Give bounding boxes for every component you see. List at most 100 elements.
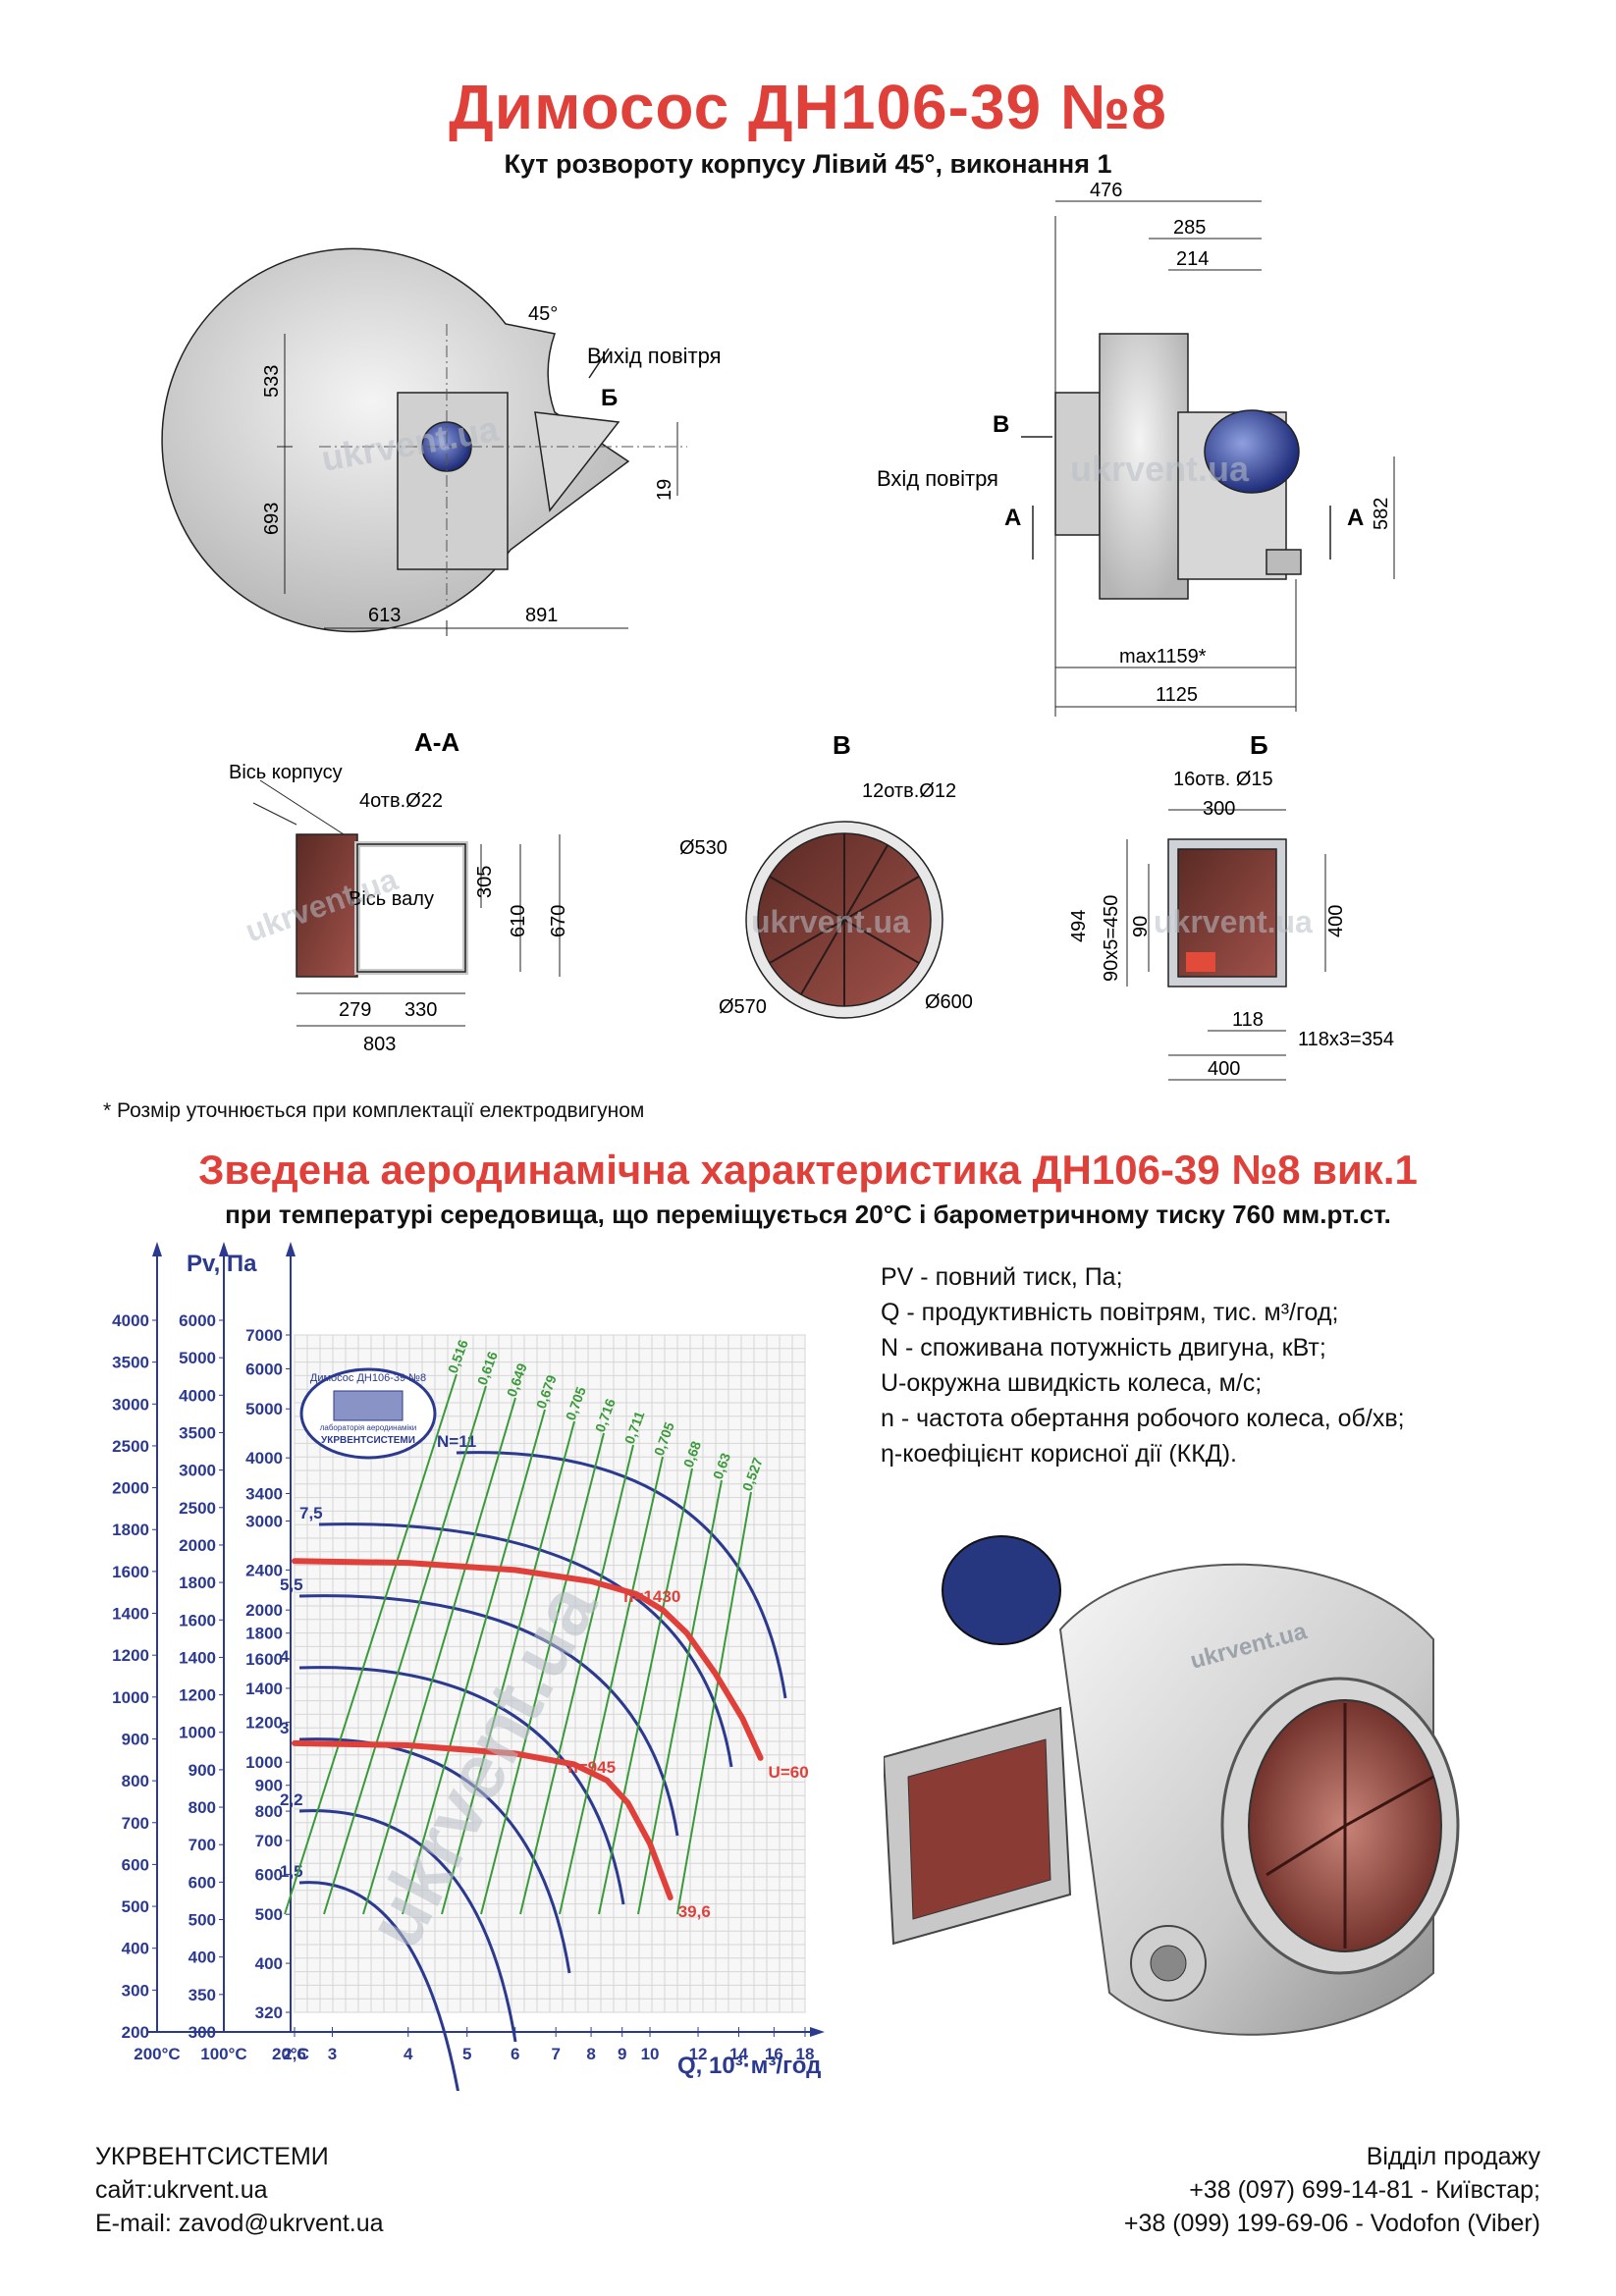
aerodynamic-chart: 4000350030002500200018001600140012001000… — [112, 1242, 825, 2091]
power-label: 4 — [280, 1647, 290, 1666]
efficiency-line — [676, 1491, 752, 1915]
efficiency-line — [323, 1385, 487, 1915]
y-tick-label: 5000 — [245, 1400, 283, 1418]
chart-y-axes: 4000350030002500200018001600140012001000… — [112, 1242, 296, 2042]
y-tick-label: 1800 — [179, 1574, 216, 1592]
dim-400-v: 400 — [1325, 905, 1347, 937]
efficiency-line — [441, 1420, 575, 1915]
y-tick-label: 4000 — [179, 1386, 216, 1405]
y-tick-label: 1200 — [112, 1646, 149, 1665]
watermark-2: ukrvent.ua — [1070, 449, 1250, 489]
dim-610: 610 — [508, 905, 529, 937]
x-tick-label: 6 — [511, 2045, 519, 2063]
side-view — [1021, 200, 1395, 717]
power-curve — [298, 1809, 517, 2043]
section-v-label: В — [833, 730, 851, 760]
legend-n: N - споживана потужність двигуна, кВт; — [881, 1334, 1326, 1362]
dim-285: 285 — [1173, 217, 1206, 239]
dim-400-h: 400 — [1208, 1058, 1240, 1080]
y-tick-label: 7000 — [245, 1326, 283, 1345]
y-tick-label: 600 — [189, 1873, 216, 1892]
page-subtitle: Кут розвороту корпусу Лівий 45°, виконан… — [504, 149, 1112, 179]
y-tick-label: 800 — [122, 1772, 149, 1790]
badge-line3: лабораторія аеродинаміки — [320, 1423, 417, 1432]
chart-legend: PV - повний тиск, Па; Q - продуктивність… — [881, 1259, 1405, 1471]
temp-label: 20°С — [272, 2045, 309, 2063]
section-mark-a-right: А — [1347, 505, 1364, 531]
sales-phone-2[interactable]: +38 (099) 199-69-06 - Vodofon (Viber) — [1123, 2210, 1540, 2237]
y-tick-label: 800 — [189, 1798, 216, 1817]
badge-line2: УКРВЕНТСИСТЕМИ — [321, 1435, 415, 1446]
y-tick-label: 700 — [189, 1836, 216, 1854]
dim-670: 670 — [548, 905, 569, 937]
series-line-0 — [292, 1558, 764, 1761]
y-tick-label: 1800 — [245, 1625, 283, 1643]
dim-90: 90 — [1130, 916, 1152, 937]
y-tick-label: 900 — [189, 1761, 216, 1780]
y-axis-arrow-1 — [219, 1242, 229, 1256]
y-tick-label: 1200 — [179, 1686, 216, 1705]
section-aa-drawing — [252, 779, 561, 1027]
y-tick-label: 500 — [189, 1911, 216, 1930]
dim-d530: Ø530 — [679, 837, 727, 859]
company-email[interactable]: E-mail: zavod@ukrvent.ua — [95, 2210, 384, 2237]
dim-118: 118 — [1232, 1009, 1264, 1031]
power-curve — [298, 1666, 625, 1905]
dim-d570: Ø570 — [719, 996, 767, 1018]
front-view — [161, 247, 687, 636]
footer-sales: Відділ продажу +38 (097) 699-14-81 - Киї… — [1124, 2140, 1540, 2240]
dim-214: 214 — [1176, 248, 1209, 270]
chart-section-subtitle: при температурі середовища, що переміщує… — [225, 1200, 1391, 1229]
badge-line1: Димосос ДН106-39 №8 — [310, 1372, 426, 1384]
y-tick-label: 6000 — [245, 1360, 283, 1378]
y-tick-label: 1000 — [112, 1688, 149, 1707]
page-title: Димосос ДН106-39 №8 — [449, 72, 1167, 142]
efficiency-line — [362, 1397, 516, 1915]
efficiency-line — [480, 1432, 605, 1915]
x-tick-label: 12 — [689, 2045, 708, 2063]
y-tick-label: 1000 — [179, 1724, 216, 1742]
efficiency-line — [598, 1468, 693, 1915]
dim-max1159: max1159* — [1119, 646, 1207, 667]
footer-company: УКРВЕНТСИСТЕМИ сайт:ukrvent.ua E-mail: z… — [95, 2140, 384, 2240]
x-tick-label: 10 — [641, 2045, 660, 2063]
y-tick-label: 900 — [255, 1777, 283, 1795]
company-site[interactable]: сайт:ukrvent.ua — [95, 2176, 268, 2204]
power-curve — [298, 1881, 459, 2091]
legend-q: Q - продуктивність повітрям, тис. м³/год… — [881, 1299, 1339, 1326]
dim-494: 494 — [1068, 910, 1090, 942]
y-tick-label: 800 — [255, 1802, 283, 1821]
axis-shaft-label: Вісь валу — [349, 888, 434, 910]
y-tick-label: 2500 — [112, 1437, 149, 1456]
y-tick-label: 300 — [122, 1981, 149, 2000]
y-tick-label: 2500 — [179, 1499, 216, 1518]
x-tick-label: 5 — [462, 2045, 471, 2063]
y-tick-label: 1000 — [245, 1753, 283, 1772]
y-tick-label: 3500 — [179, 1423, 216, 1442]
dim-533: 533 — [261, 365, 283, 398]
y-tick-label: 500 — [255, 1905, 283, 1924]
x-tick-label: 18 — [796, 2045, 815, 2063]
holes-v-label: 12отв.Ø12 — [862, 780, 956, 802]
y-tick-label: 700 — [255, 1832, 283, 1850]
y-tick-label: 400 — [189, 1949, 216, 1967]
chart-xlabel: Q, 10³·м³/год — [677, 2053, 821, 2079]
efficiency-line — [284, 1373, 458, 1915]
dim-330: 330 — [404, 999, 437, 1021]
y-tick-label: 4000 — [245, 1449, 283, 1468]
power-curve — [298, 1737, 571, 1974]
y-axis-arrow-0 — [152, 1242, 162, 1256]
series-label-0: n=1430 — [623, 1587, 680, 1606]
legend-eta: η-коефіцієнт корисної дії (ККД). — [881, 1440, 1237, 1468]
sales-phone-1[interactable]: +38 (097) 699-14-81 - Київстар; — [1189, 2176, 1540, 2204]
y-tick-label: 400 — [255, 1954, 283, 1973]
y-tick-label: 1400 — [179, 1648, 216, 1667]
y-tick-label: 3000 — [112, 1395, 149, 1414]
x-tick-label: 14 — [729, 2045, 748, 2063]
series-line-1 — [292, 1739, 673, 1900]
y-tick-label: 700 — [122, 1814, 149, 1833]
section-aa-label: А-А — [414, 727, 459, 757]
y-tick-label: 3400 — [245, 1484, 283, 1503]
